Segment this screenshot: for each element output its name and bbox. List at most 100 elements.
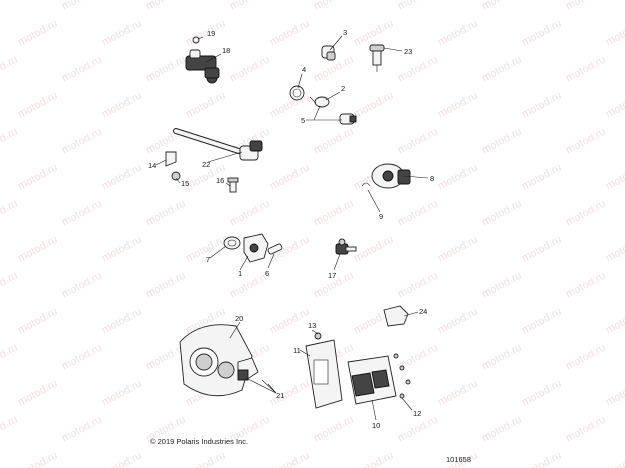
part-7-o-ring-icon [223,236,241,250]
watermark-text: motod.ru [100,18,144,49]
callout-14: 14 [148,161,156,170]
callout-7: 7 [206,255,210,264]
watermark-text: motod.ru [60,198,104,229]
watermark-text: motod.ru [16,162,60,193]
watermark-text: motod.ru [520,90,564,121]
part-19-screw-icon [192,36,200,44]
watermark-text: motod.ru [352,234,396,265]
watermark-text: motod.ru [396,54,440,85]
watermark-text: motod.ru [396,198,440,229]
watermark-text: motod.ru [0,126,20,157]
callout-13: 13 [308,321,316,330]
watermark-text: motod.ru [312,198,356,229]
watermark-text: motod.ru [604,234,625,265]
copyright-notice: © 2019 Polaris Industries Inc. [150,437,249,446]
watermark-text: motod.ru [436,306,480,337]
watermark-text: motod.ru [228,54,272,85]
watermark-text: motod.ru [184,18,228,49]
part-2-clip-icon [309,96,330,108]
callout-18: 18 [222,46,230,55]
watermark-text: motod.ru [16,306,60,337]
callout-3: 3 [343,28,347,37]
watermark-text: motod.ru [480,54,524,85]
watermark-text: motod.ru [100,162,144,193]
watermark-text: motod.ru [268,450,312,468]
watermark-text: motod.ru [352,18,396,49]
watermark-text: motod.ru [396,126,440,157]
part-16-bolt-icon [227,177,239,193]
callout-8: 8 [430,174,434,183]
watermark-text: motod.ru [0,270,20,301]
watermark-text: motod.ru [604,90,625,121]
watermark-text: motod.ru [520,450,564,468]
watermark-text: motod.ru [564,198,608,229]
watermark-text: motod.ru [352,90,396,121]
part-23-sender-icon [369,44,385,72]
watermark-text: motod.ru [436,234,480,265]
watermark-text: motod.ru [436,162,480,193]
watermark-text: motod.ru [436,378,480,409]
watermark-text: motod.ru [268,18,312,49]
part-24-cover-icon [383,305,409,327]
watermark-text: motod.ru [60,0,104,13]
watermark-text: motod.ru [268,162,312,193]
watermark-text: motod.ru [480,198,524,229]
callout-20: 20 [235,314,243,323]
watermark-text: motod.ru [480,0,524,13]
part-15-nut-icon [171,171,181,181]
watermark-text: motod.ru [396,414,440,445]
part-9-clip-icon [361,182,371,187]
watermark-text: motod.ru [0,198,20,229]
callout-2: 2 [341,84,345,93]
watermark-text: motod.ru [480,126,524,157]
part-17-temp-sensor-icon [335,238,357,255]
watermark-text: motod.ru [144,54,188,85]
watermark-text: motod.ru [144,0,188,13]
watermark-text: motod.ru [16,18,60,49]
leader-lines [155,35,429,421]
watermark-text: motod.ru [564,270,608,301]
watermark-text: motod.ru [228,198,272,229]
watermark-text: motod.ru [60,342,104,373]
watermark-text: motod.ru [436,18,480,49]
part-10-ecu-icon [347,355,397,405]
watermark-text: motod.ru [60,54,104,85]
watermark-text: motod.ru [520,162,564,193]
callout-12: 12 [413,409,421,418]
part-22-coil-icon [173,128,263,161]
part-1-position-sensor-icon [243,233,269,263]
watermark-text: motod.ru [520,306,564,337]
watermark-text: motod.ru [480,342,524,373]
callout-10: 10 [372,421,380,430]
watermark-text: motod.ru [16,234,60,265]
watermark-text: motod.ru [604,378,625,409]
watermark-text: motod.ru [604,306,625,337]
watermark-text: motod.ru [564,126,608,157]
watermark-text: motod.ru [184,450,228,468]
watermark-text: motod.ru [0,342,20,373]
watermark-text: motod.ru [396,270,440,301]
watermark-text: motod.ru [564,342,608,373]
watermark-text: motod.ru [60,126,104,157]
watermark-text: motod.ru [480,414,524,445]
watermark-text: motod.ru [60,270,104,301]
callout-16: 16 [216,176,224,185]
callout-5: 5 [301,116,305,125]
callout-9: 9 [379,212,383,221]
watermark-text: motod.ru [60,414,104,445]
watermark-text: motod.ru [564,0,608,13]
watermark-text: motod.ru [144,198,188,229]
watermark-text: motod.ru [312,414,356,445]
watermark-text: motod.ru [352,450,396,468]
callout-23: 23 [404,47,412,56]
watermark-text: motod.ru [604,450,625,468]
part-14-bracket-icon [165,151,177,167]
watermark-text: motod.ru [436,90,480,121]
watermark-text: motod.ru [312,0,356,13]
watermark-text: motod.ru [268,378,312,409]
watermark-text: motod.ru [16,90,60,121]
watermark-text: motod.ru [16,378,60,409]
